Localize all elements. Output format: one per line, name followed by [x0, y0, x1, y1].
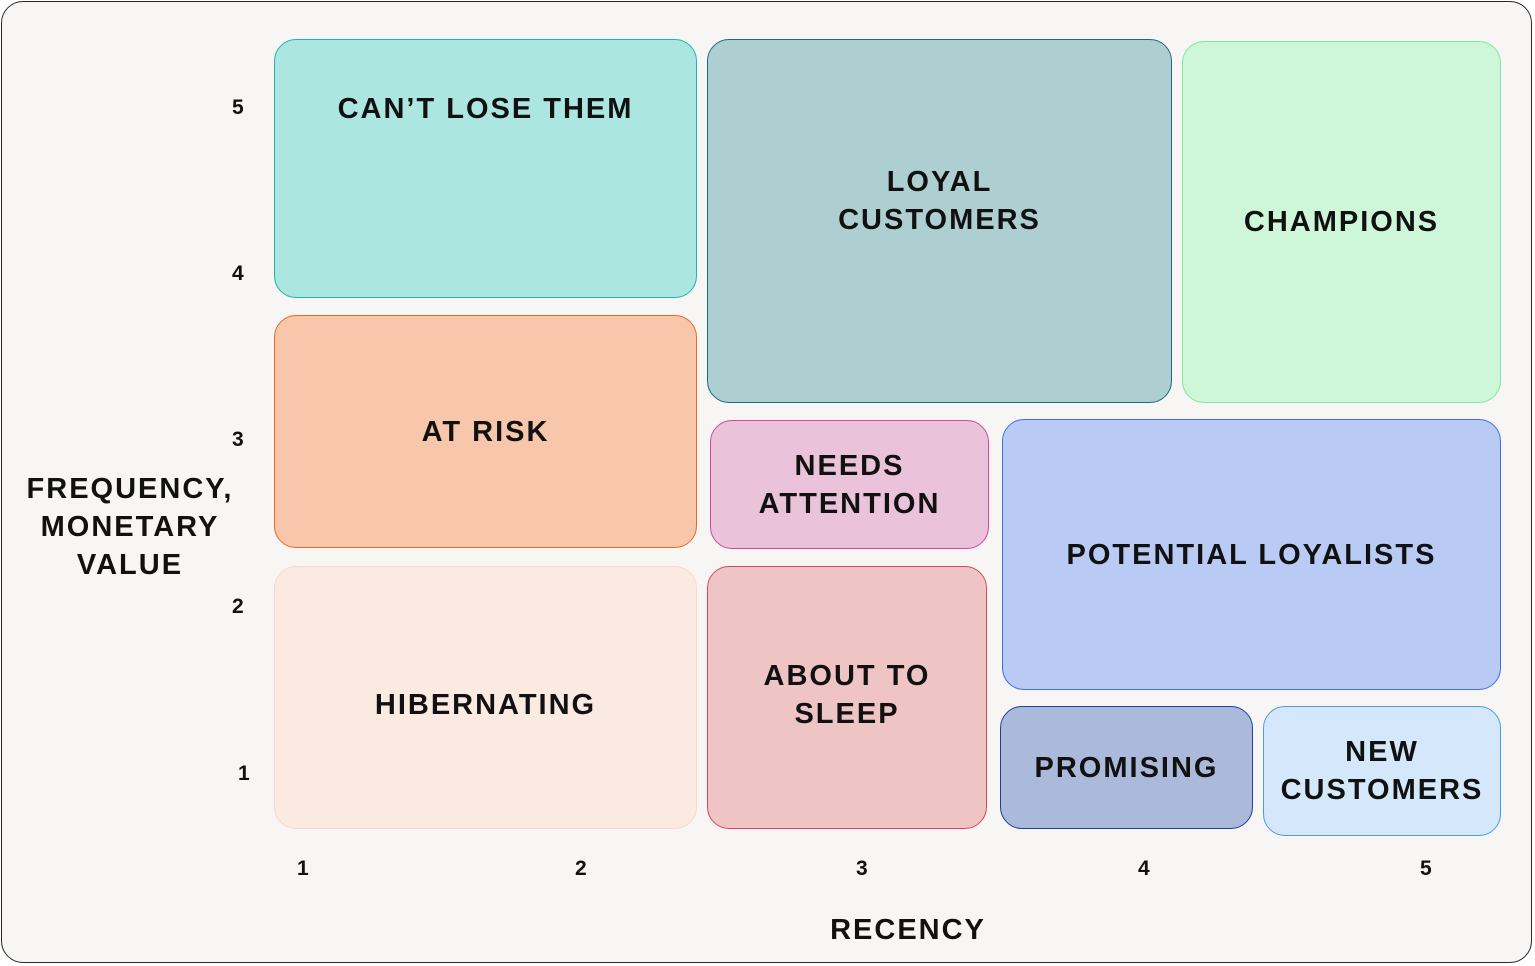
segment-label: POTENTIAL LOYALISTS	[1066, 538, 1437, 571]
segment-label: HIBERNATING	[374, 688, 597, 721]
y-axis-label: FREQUENCY, MONETARY VALUE	[26, 473, 234, 581]
y-tick-4: 4	[232, 262, 244, 285]
segment-label: AT RISK	[421, 415, 550, 448]
segment-at-risk: AT RISK	[274, 315, 697, 548]
segment-needs-attention: NEEDS ATTENTION	[710, 420, 989, 549]
segment-loyal-customers: LOYAL CUSTOMERS	[707, 39, 1172, 403]
segment-about-to-sleep: ABOUT TO SLEEP	[707, 566, 987, 829]
segment-label: CHAMPIONS	[1243, 206, 1440, 238]
segment-potential-loyalists: POTENTIAL LOYALISTS	[1002, 419, 1501, 690]
x-tick-2: 2	[575, 857, 587, 880]
segment-label: ABOUT TO SLEEP	[763, 659, 931, 730]
segment-new-customers: NEW CUSTOMERS	[1263, 706, 1501, 836]
segment-label: PROMISING	[1034, 751, 1219, 784]
y-tick-5: 5	[232, 96, 244, 119]
segment-hibernating: HIBERNATING	[274, 566, 697, 829]
x-tick-5: 5	[1420, 857, 1432, 880]
x-tick-1: 1	[297, 857, 309, 880]
y-tick-1: 1	[238, 762, 250, 785]
x-tick-3: 3	[856, 857, 868, 880]
segment-promising: PROMISING	[1000, 706, 1253, 829]
x-tick-4: 4	[1138, 857, 1150, 880]
segment-cant-lose-them: CAN’T LOSE THEM	[274, 39, 697, 298]
segment-champions: CHAMPIONS	[1182, 41, 1501, 403]
segment-label: LOYAL CUSTOMERS	[838, 166, 1041, 236]
segment-label: NEW CUSTOMERS	[1280, 736, 1484, 806]
segment-label: NEEDS ATTENTION	[758, 449, 941, 520]
y-tick-3: 3	[232, 428, 244, 451]
y-tick-2: 2	[232, 595, 244, 618]
x-axis-label: RECENCY	[830, 914, 986, 946]
segment-label: CAN’T LOSE THEM	[337, 92, 634, 125]
